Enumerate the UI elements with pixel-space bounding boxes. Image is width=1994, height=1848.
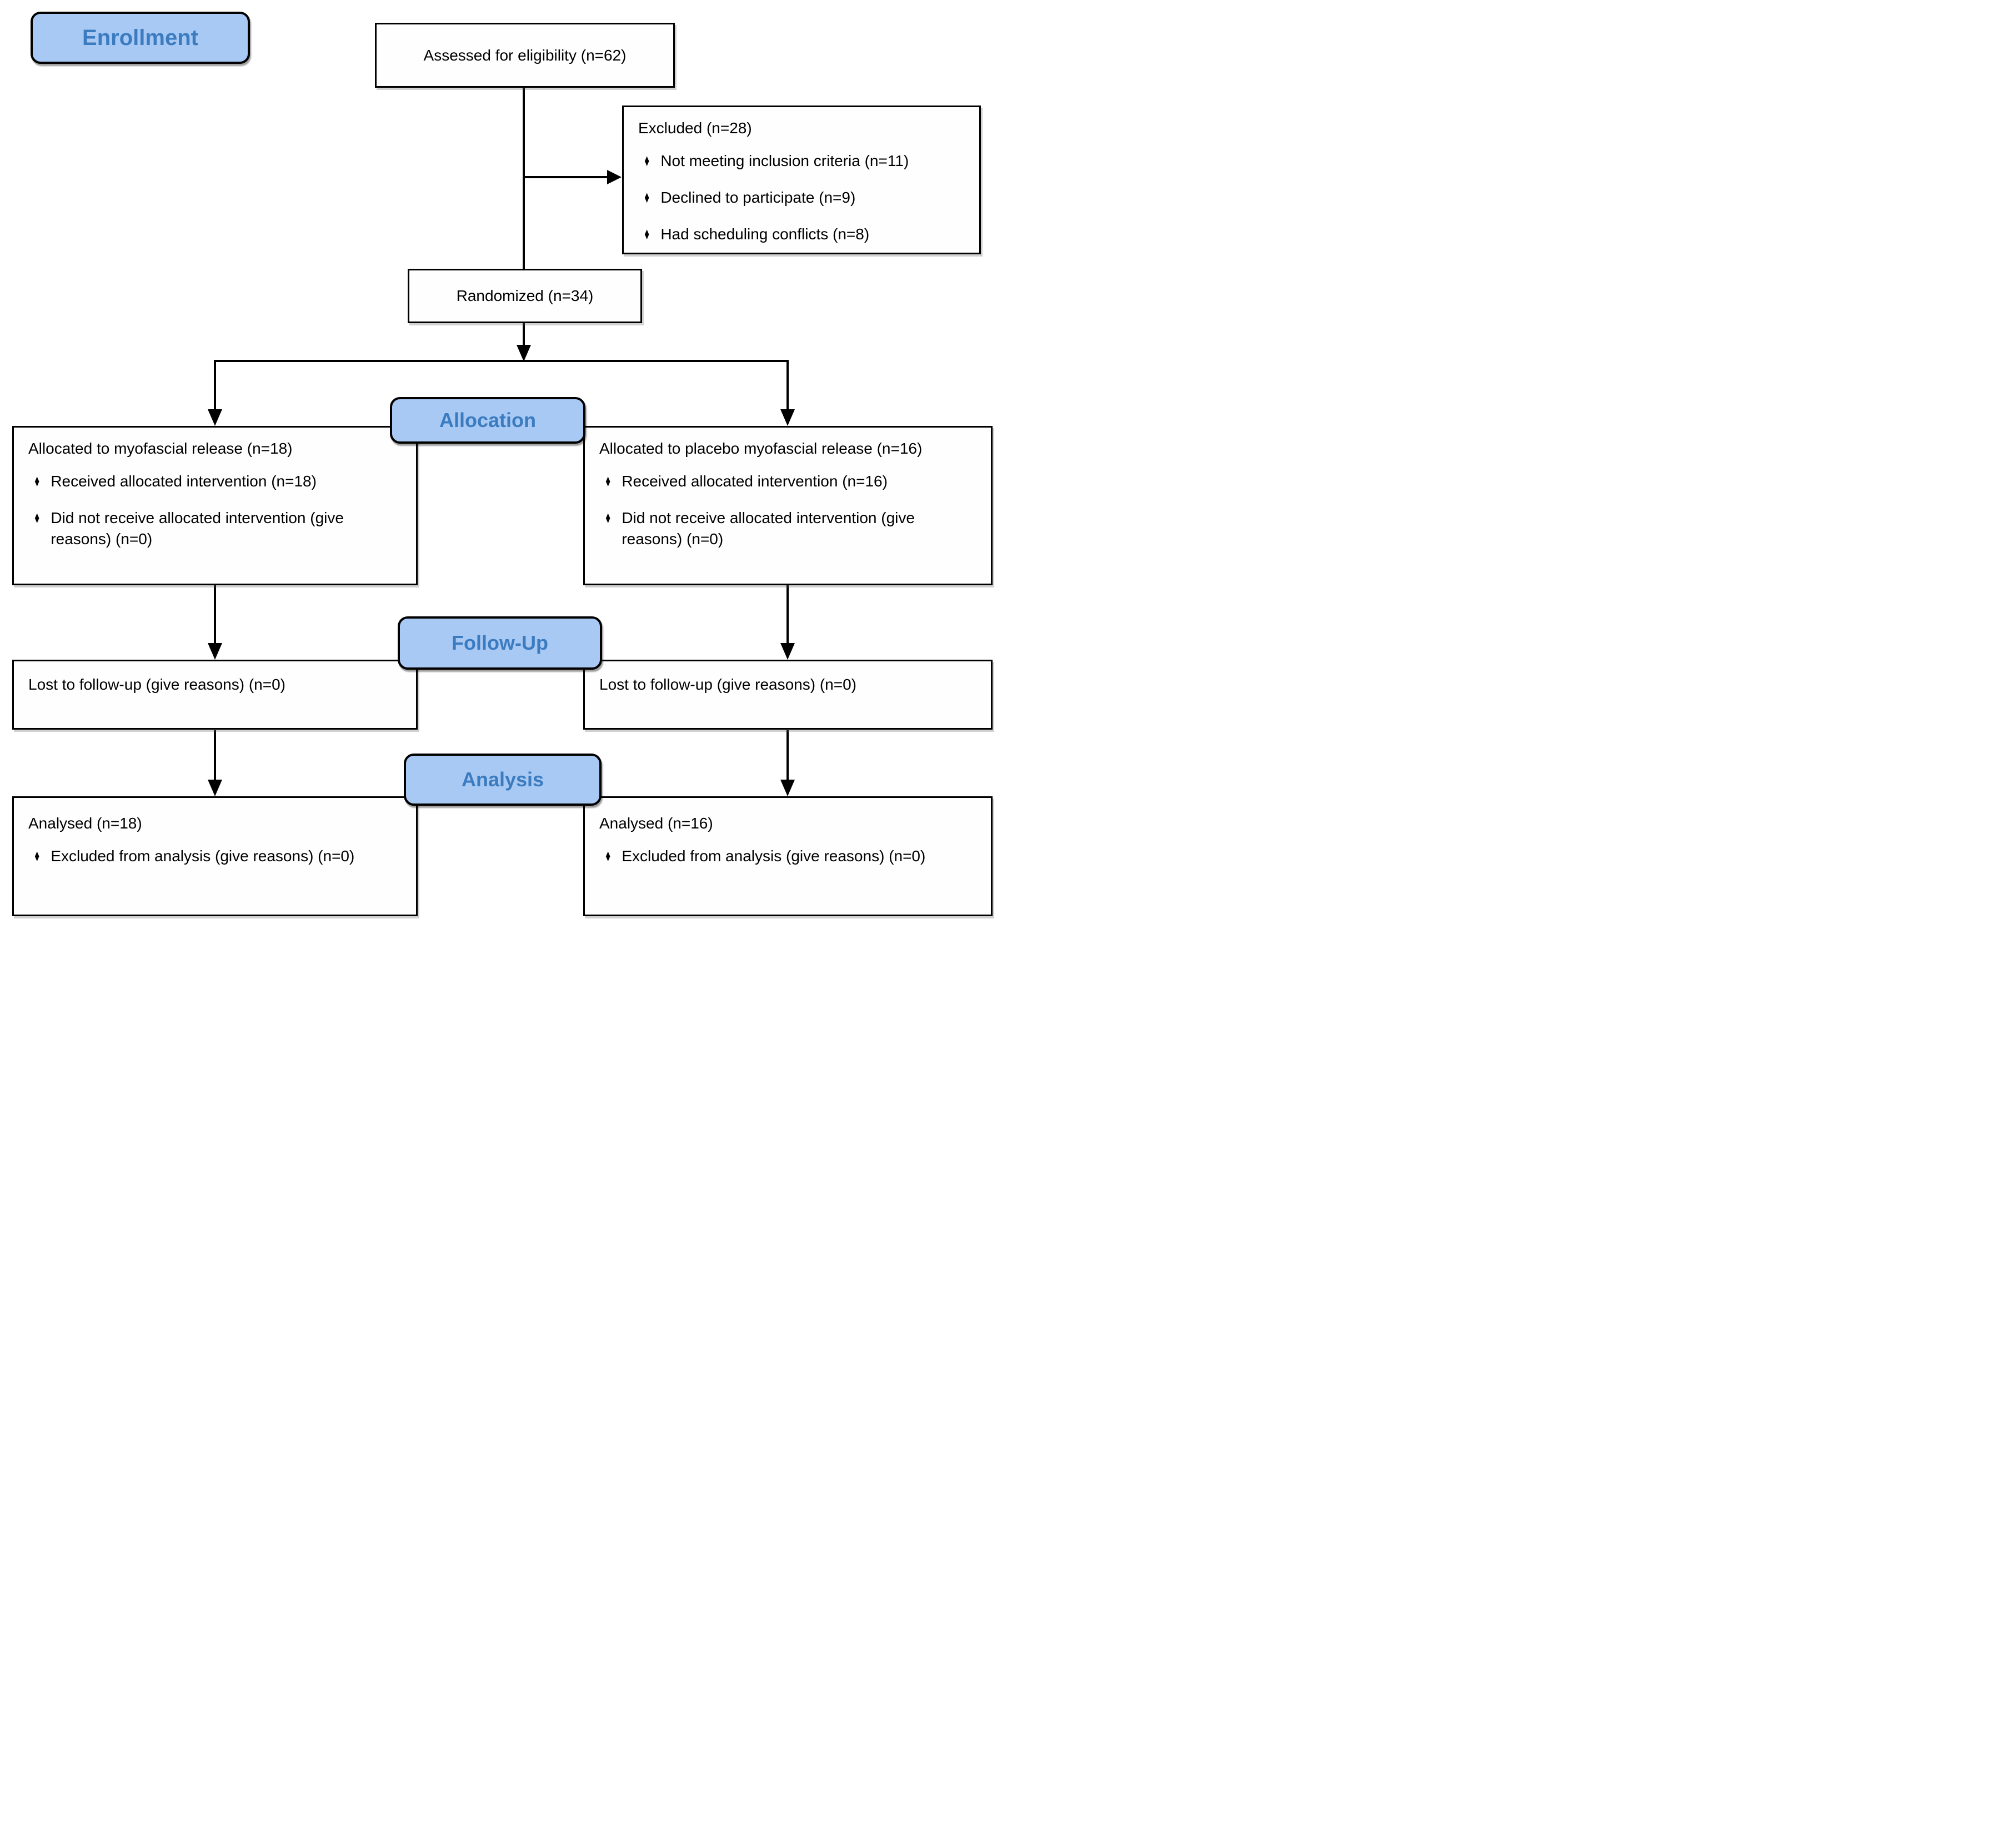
connector-right-to-analysis bbox=[786, 730, 789, 780]
arrowhead-down-icon bbox=[208, 409, 222, 426]
excluded-title: Excluded (n=28) bbox=[638, 119, 752, 137]
connector-branch-horizontal bbox=[214, 360, 789, 362]
allocation-right-title: Allocated to placebo myofascial release … bbox=[599, 440, 923, 457]
allocation-right-bullet-1: ♦ Received allocated intervention (n=16) bbox=[599, 471, 981, 492]
arrowhead-down-icon bbox=[780, 409, 795, 426]
box-analysis-right: Analysed (n=16) ♦ Excluded from analysis… bbox=[583, 796, 993, 916]
allocation-right-bullet-2-text: Did not receive allocated intervention (… bbox=[622, 509, 915, 548]
stage-label-allocation-text: Allocation bbox=[439, 409, 536, 431]
stage-label-allocation: Allocation bbox=[390, 397, 585, 444]
allocation-left-bullet-1: ♦ Received allocated intervention (n=18) bbox=[28, 471, 406, 492]
followup-left-text: Lost to follow-up (give reasons) (n=0) bbox=[28, 676, 285, 693]
arrowhead-down-icon bbox=[780, 643, 795, 660]
diamond-bullet-icon: ♦ bbox=[644, 224, 650, 243]
allocation-left-bullet-2: ♦ Did not receive allocated intervention… bbox=[28, 508, 406, 550]
analysis-right-title: Analysed (n=16) bbox=[599, 815, 713, 832]
arrowhead-down-icon bbox=[208, 643, 222, 660]
allocation-left-bullet-1-text: Received allocated intervention (n=18) bbox=[51, 473, 317, 490]
analysis-right-bullet-1-text: Excluded from analysis (give reasons) (n… bbox=[622, 847, 926, 865]
connector-assessed-to-randomized bbox=[523, 88, 525, 269]
analysis-left-title: Analysed (n=18) bbox=[28, 815, 142, 832]
allocation-left-bullet-2-text: Did not receive allocated intervention (… bbox=[51, 509, 344, 548]
stage-label-analysis: Analysis bbox=[404, 754, 602, 806]
connector-left-to-allocation bbox=[214, 361, 216, 410]
analysis-left-bullet-1: ♦ Excluded from analysis (give reasons) … bbox=[28, 846, 406, 867]
consort-flow-diagram: Enrollment Allocation Follow-Up Analysis… bbox=[0, 0, 997, 924]
diamond-bullet-icon: ♦ bbox=[644, 152, 650, 170]
analysis-left-bullet-1-text: Excluded from analysis (give reasons) (n… bbox=[51, 847, 355, 865]
box-allocation-right: Allocated to placebo myofascial release … bbox=[583, 426, 993, 585]
arrowhead-down-icon bbox=[517, 345, 531, 361]
connector-left-to-followup bbox=[214, 585, 216, 644]
connector-left-to-analysis bbox=[214, 730, 216, 780]
diamond-bullet-icon: ♦ bbox=[605, 508, 611, 527]
connector-right-to-allocation bbox=[786, 361, 789, 410]
allocation-right-bullet-1-text: Received allocated intervention (n=16) bbox=[622, 473, 888, 490]
arrowhead-right-icon bbox=[607, 170, 622, 184]
excluded-bullet-3-text: Had scheduling conflicts (n=8) bbox=[660, 225, 870, 243]
diamond-bullet-icon: ♦ bbox=[34, 472, 40, 490]
arrowhead-down-icon bbox=[208, 780, 222, 796]
diamond-bullet-icon: ♦ bbox=[644, 188, 650, 207]
box-assessed-eligibility: Assessed for eligibility (n=62) bbox=[375, 23, 675, 88]
stage-label-enrollment: Enrollment bbox=[31, 12, 250, 64]
box-analysis-left: Analysed (n=18) ♦ Excluded from analysis… bbox=[12, 796, 418, 916]
box-excluded: Excluded (n=28) ♦ Not meeting inclusion … bbox=[622, 106, 981, 254]
excluded-bullet-2-text: Declined to participate (n=9) bbox=[660, 188, 856, 206]
box-randomized: Randomized (n=34) bbox=[408, 269, 642, 323]
excluded-bullet-2: ♦ Declined to participate (n=9) bbox=[638, 187, 969, 208]
stage-label-followup: Follow-Up bbox=[398, 616, 602, 670]
box-allocation-left: Allocated to myofascial release (n=18) ♦… bbox=[12, 426, 418, 585]
box-followup-right: Lost to follow-up (give reasons) (n=0) bbox=[583, 660, 993, 730]
allocation-left-title: Allocated to myofascial release (n=18) bbox=[28, 440, 293, 457]
diamond-bullet-icon: ♦ bbox=[605, 472, 611, 490]
excluded-bullet-1: ♦ Not meeting inclusion criteria (n=11) bbox=[638, 150, 969, 172]
randomized-text: Randomized (n=34) bbox=[456, 287, 594, 304]
excluded-bullet-1-text: Not meeting inclusion criteria (n=11) bbox=[660, 152, 909, 169]
stage-label-followup-text: Follow-Up bbox=[452, 631, 548, 654]
diamond-bullet-icon: ♦ bbox=[34, 508, 40, 527]
diamond-bullet-icon: ♦ bbox=[605, 847, 611, 865]
followup-right-text: Lost to follow-up (give reasons) (n=0) bbox=[599, 676, 856, 693]
arrowhead-down-icon bbox=[780, 780, 795, 796]
connector-randomized-down bbox=[523, 323, 525, 345]
excluded-bullet-3: ♦ Had scheduling conflicts (n=8) bbox=[638, 224, 969, 245]
allocation-right-bullet-2: ♦ Did not receive allocated intervention… bbox=[599, 508, 981, 550]
box-followup-left: Lost to follow-up (give reasons) (n=0) bbox=[12, 660, 418, 730]
stage-label-analysis-text: Analysis bbox=[461, 768, 544, 791]
stage-label-enrollment-text: Enrollment bbox=[82, 25, 198, 50]
connector-to-excluded bbox=[523, 176, 607, 178]
analysis-right-bullet-1: ♦ Excluded from analysis (give reasons) … bbox=[599, 846, 981, 867]
diamond-bullet-icon: ♦ bbox=[34, 847, 40, 865]
connector-right-to-followup bbox=[786, 585, 789, 644]
assessed-text: Assessed for eligibility (n=62) bbox=[423, 46, 627, 64]
